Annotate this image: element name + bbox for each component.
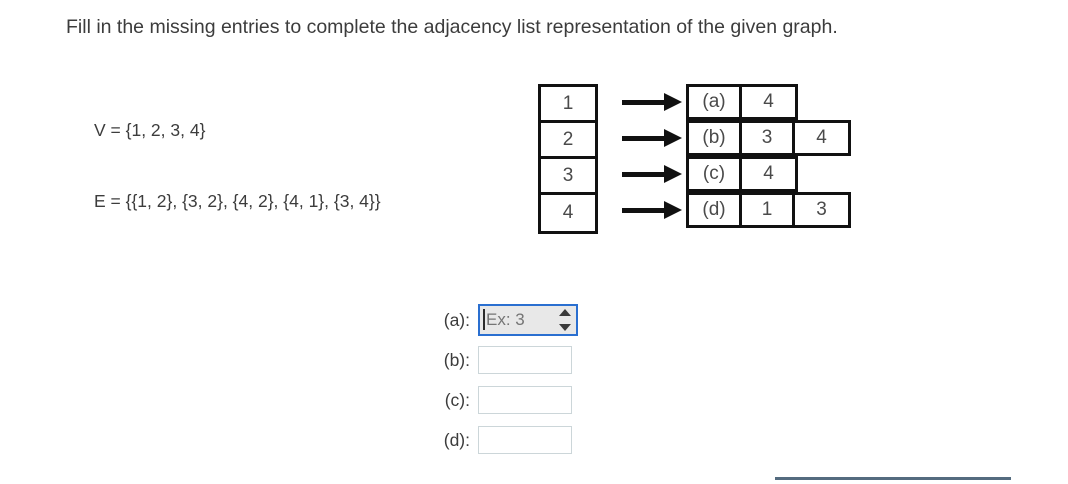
arrow-right-icon	[598, 192, 686, 228]
adjacency-row: (c) 4	[598, 156, 851, 192]
answer-label-a: (a):	[443, 309, 470, 330]
answer-input-b[interactable]	[478, 346, 572, 374]
answer-row-d: (d):	[430, 420, 578, 460]
answer-row-a: (a):	[430, 300, 578, 340]
adjacency-list-box: (b) 3 4	[686, 120, 851, 156]
vertex-set-definition: V = {1, 2, 3, 4}	[94, 120, 206, 140]
adjacency-rows: (a) 4 (b) 3 4 (c) 4	[598, 84, 851, 228]
answer-row-b: (b):	[430, 340, 578, 380]
arrow-right-icon	[598, 84, 686, 120]
adjacency-list-diagram: 1 2 3 4 (a) 4 (b) 3 4	[538, 84, 858, 244]
text-caret	[483, 309, 485, 330]
arrow-right-icon	[598, 156, 686, 192]
adjacency-list-box: (d) 1 3	[686, 192, 851, 228]
adjacency-row: (a) 4	[598, 84, 851, 120]
arrow-right-icon	[598, 120, 686, 156]
adjacency-entry-cell: 4	[816, 127, 827, 148]
vertex-column: 1 2 3 4	[538, 84, 598, 234]
adjacency-label-cell: (a)	[689, 87, 742, 117]
graph-definitions: V = {1, 2, 3, 4} E = {{1, 2}, {3, 2}, {4…	[94, 118, 381, 213]
vertex-cell: 4	[541, 195, 595, 231]
adjacency-list-box: (a) 4	[686, 84, 798, 120]
answer-row-c: (c):	[430, 380, 578, 420]
offscreen-button-top-edge[interactable]	[775, 477, 1011, 480]
adjacency-list-box: (c) 4	[686, 156, 798, 192]
adjacency-label-cell: (b)	[689, 123, 742, 153]
answer-input-a-wrapper[interactable]	[478, 304, 578, 336]
adjacency-entry-cell: 4	[763, 91, 774, 112]
answer-input-d[interactable]	[478, 426, 572, 454]
answer-label-c: (c):	[444, 389, 470, 410]
adjacency-row: (d) 1 3	[598, 192, 851, 228]
vertex-cell: 2	[541, 123, 595, 159]
answer-label-b: (b):	[443, 349, 470, 370]
spinner-down-icon[interactable]	[558, 324, 571, 331]
adjacency-entry-cell: 1	[742, 195, 795, 225]
adjacency-label-cell: (c)	[689, 159, 742, 189]
page-title: Fill in the missing entries to complete …	[66, 16, 838, 38]
adjacency-label-cell: (d)	[689, 195, 742, 225]
vertex-cell: 3	[541, 159, 595, 195]
vertex-cell: 1	[541, 87, 595, 123]
answer-form: (a): (b): (c): (d):	[430, 300, 578, 460]
adjacency-entry-cell: 4	[763, 163, 774, 184]
spinner-up-icon[interactable]	[558, 309, 571, 316]
adjacency-entry-cell: 3	[742, 123, 795, 153]
answer-input-c[interactable]	[478, 386, 572, 414]
adjacency-entry-cell: 3	[816, 199, 827, 220]
answer-label-d: (d):	[443, 429, 470, 450]
number-spinner[interactable]	[558, 309, 571, 331]
adjacency-row: (b) 3 4	[598, 120, 851, 156]
edge-set-definition: E = {{1, 2}, {3, 2}, {4, 2}, {4, 1}, {3,…	[94, 191, 381, 211]
